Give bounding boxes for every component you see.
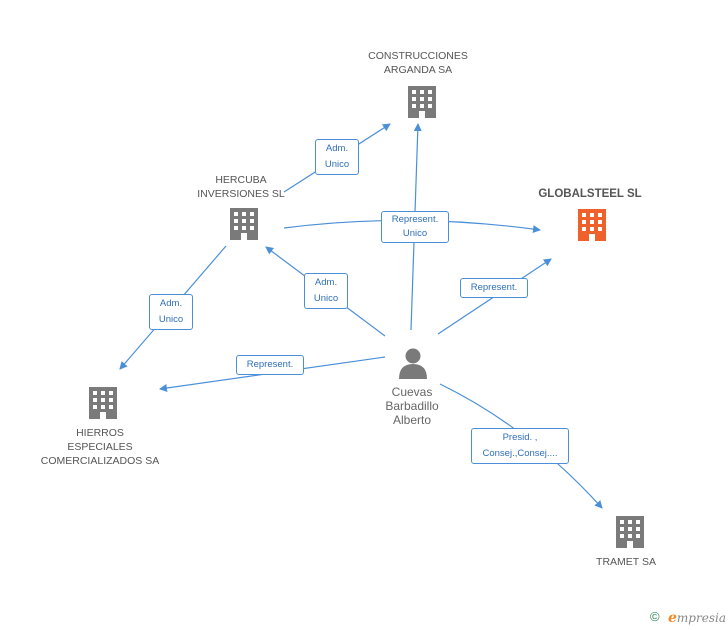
person-icon[interactable]	[399, 348, 427, 380]
copyright-symbol: ©	[650, 609, 660, 624]
empresia-logo[interactable]: empresia	[668, 610, 726, 626]
node-label-tramet[interactable]: TRAMET SA	[596, 556, 656, 568]
node-label-globalsteel[interactable]: GLOBALSTEEL SL	[538, 188, 642, 200]
edge-label-person-tramet[interactable]: Presid. , Consej.,Consej....	[471, 428, 569, 464]
edge-label-person-hierros[interactable]: Represent.	[236, 355, 304, 375]
node-label-construcciones[interactable]: CONSTRUCCIONES ARGANDA SA	[368, 50, 468, 76]
edge-label-hercuba-construcciones[interactable]: Adm. Unico	[315, 139, 359, 175]
edge-label-person-hercuba[interactable]: Adm. Unico	[304, 273, 348, 309]
edge-label-hercuba-hierros[interactable]: Adm. Unico	[149, 294, 193, 330]
building-icon[interactable]	[230, 208, 258, 240]
building-icon[interactable]	[89, 387, 117, 419]
edge-label-hercuba-globalsteel[interactable]: Represent. Unico	[381, 211, 449, 243]
node-label-person[interactable]: Cuevas Barbadillo Alberto	[385, 385, 439, 427]
edge-label-person-globalsteel[interactable]: Represent.	[460, 278, 528, 298]
building-icon[interactable]	[616, 516, 644, 548]
node-label-hierros[interactable]: HIERROS ESPECIALES COMERCIALIZADOS SA	[40, 427, 160, 467]
building-icon[interactable]	[578, 209, 606, 241]
node-label-hercuba[interactable]: HERCUBA INVERSIONES SL	[197, 174, 285, 200]
building-icon[interactable]	[408, 86, 436, 118]
